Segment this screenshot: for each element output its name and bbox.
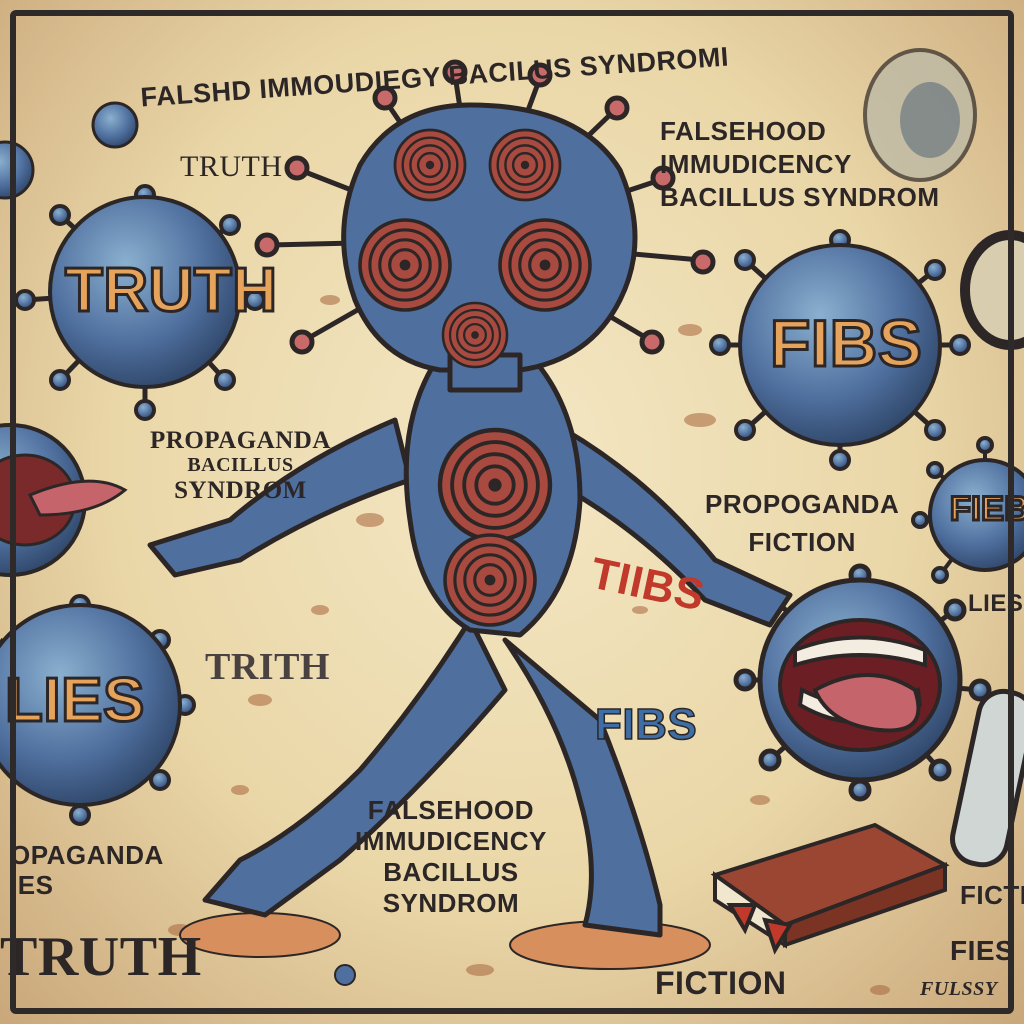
propaganda-label-bottom-left: OPAGANDA IES: [10, 840, 164, 900]
fibs-blue-label: FIBS: [594, 699, 698, 750]
falsehood-label-top: FALSEHOOD IMMUDICENCY BACILLUS SYNDROM: [660, 116, 940, 212]
fictio-label-right: FICTI: [960, 880, 1024, 910]
partial-virus-left-edge: [0, 140, 35, 200]
truth-label-bottom: TRUTH: [0, 926, 202, 988]
trith-label: TRITH: [205, 646, 330, 688]
propoganda-label-right: PROPOGANDA FICTION: [705, 489, 900, 557]
fies-label-right: FIES: [950, 935, 1015, 966]
virus-fibs-label: FIBS: [768, 305, 923, 382]
fiction-label-bottom: FICTION: [655, 965, 787, 1001]
test-tube: [950, 688, 1024, 868]
virus-lies-label: LIES: [4, 665, 146, 737]
truth-label-top: TRUTH: [180, 150, 283, 183]
virus-truth-label: TRUTH: [64, 255, 279, 327]
virus-fibs: [709, 229, 971, 471]
propaganda-label-left: PROPAGANDA BACILLUS SYNDROM: [150, 427, 331, 504]
virus-lies: [0, 594, 196, 826]
magnifying-glass: [960, 230, 1024, 350]
ink-splatters: [168, 295, 890, 995]
book: [710, 822, 950, 955]
artist-signature: FULSSY: [920, 978, 998, 1000]
virus-mouth-left: [0, 423, 128, 577]
virus-truth: [14, 184, 266, 421]
virus-mouth-right: [733, 563, 992, 802]
falsehood-label-center: FALSEHOOD IMMUDICENCY BACILLUS SYNDROM: [355, 795, 547, 918]
virus-fieb-label: FIEB: [948, 489, 1024, 530]
virus-fieb-small: [911, 436, 1024, 584]
lies-label-right: LIES: [968, 590, 1024, 617]
petri-dish: [863, 48, 977, 182]
small-virus-top-left: [91, 101, 139, 149]
